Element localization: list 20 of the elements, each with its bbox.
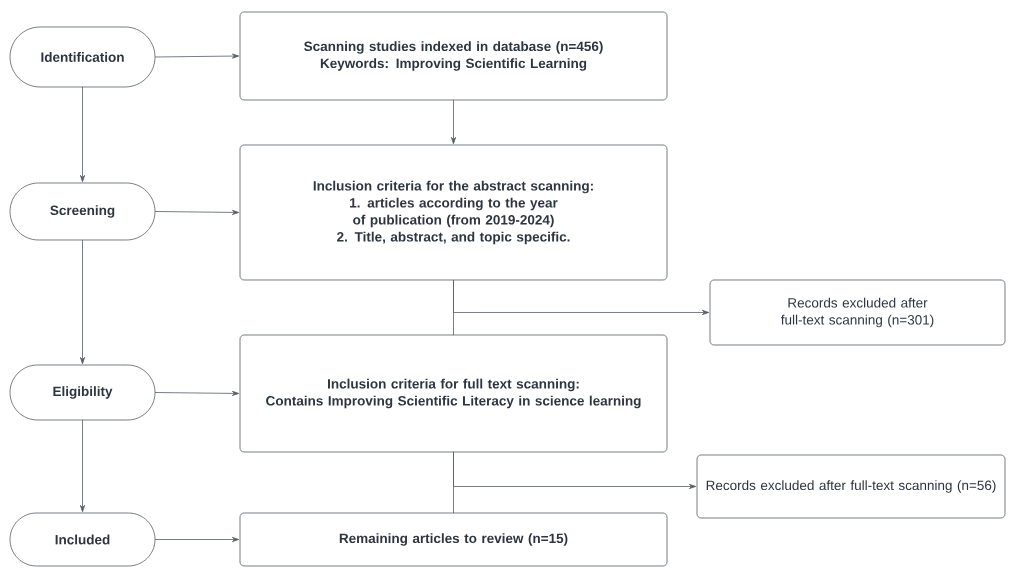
arrow: [154, 390, 240, 396]
connector-line: [453, 279, 454, 336]
arrow: [154, 209, 240, 215]
arrow: [79, 419, 86, 513]
process-box: Inclusion criteria for the abstract scanning: 1. articles according to the year of publication (from 2019-2024) 2. Title, abstract, and topic specific.: [239, 144, 668, 281]
process-box: Inclusion criteria for full text scanning: Contains Improving Scientific Literacy in science learning: [239, 334, 668, 453]
arrow: [154, 53, 240, 59]
process-box: Scanning studies indexed in database (n=456) Keywords: Improving Scientific Learning: [239, 11, 668, 101]
stage-pill: Included: [9, 512, 156, 567]
arrow: [451, 99, 457, 145]
arrow: [154, 537, 240, 542]
arrow: [79, 86, 86, 183]
arrow: [79, 239, 86, 365]
stage-pill: Eligibility: [9, 364, 156, 421]
process-box: Remaining articles to review (n=15): [239, 512, 668, 567]
process-box: Records excluded after full-text scanning (n=301): [709, 279, 1006, 346]
stage-pill: Screening: [9, 182, 156, 241]
stage-pill: Identification: [9, 26, 156, 88]
process-box: Records excluded after full-text scanning (n=56): [696, 454, 1006, 519]
connector-line: [453, 451, 454, 514]
